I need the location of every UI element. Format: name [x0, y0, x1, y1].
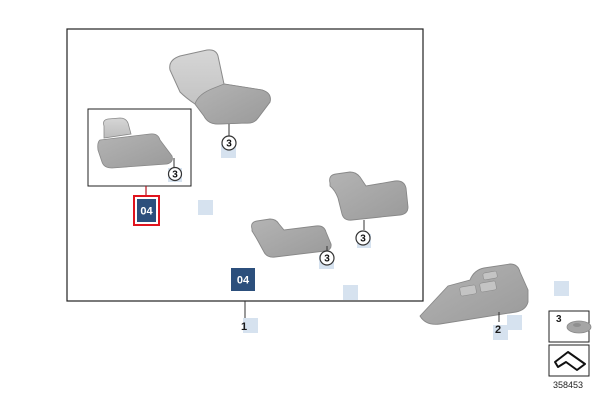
callout-mat-small[interactable]: 3 — [167, 166, 183, 182]
callout-label: 3 — [226, 139, 232, 150]
badge-label: 04 — [237, 275, 250, 287]
main-group-number[interactable]: 1 — [241, 321, 247, 333]
hotspot-square[interactable] — [243, 318, 258, 333]
third-row-floor-mat[interactable] — [419, 263, 529, 325]
hotspot-square[interactable] — [493, 325, 508, 340]
rear-right-floor-mat[interactable] — [329, 171, 409, 221]
badge-label: 04 — [140, 206, 153, 218]
hotspot-square[interactable] — [198, 200, 213, 215]
part-badge[interactable]: 04 — [231, 268, 255, 291]
highlighted-part-badge[interactable]: 04 — [133, 195, 160, 226]
side-item-panel[interactable]: 3 — [548, 310, 592, 343]
callout-mat-rear-right[interactable]: 3 — [355, 230, 371, 246]
rear-middle-floor-mat[interactable] — [251, 218, 332, 258]
callout-label: 3 — [360, 234, 366, 245]
side-item-number: 3 — [556, 314, 562, 325]
diagram-reference-number: 358453 — [553, 380, 583, 390]
hotspot-square[interactable] — [343, 285, 358, 300]
callout-mat-top[interactable]: 3 — [221, 135, 237, 151]
hotspot-square[interactable] — [554, 281, 569, 296]
inset-floor-mat[interactable] — [97, 117, 173, 169]
callout-label: 3 — [172, 170, 178, 181]
callout-mat-rear-mid[interactable]: 3 — [319, 250, 335, 266]
mat-outline-icon — [554, 351, 586, 371]
front-floor-mat[interactable] — [169, 49, 271, 125]
third-row-number[interactable]: 2 — [495, 324, 501, 336]
mat-symbol-panel[interactable] — [548, 344, 590, 377]
callout-label: 3 — [324, 254, 330, 265]
hotspot-square[interactable] — [507, 315, 522, 330]
clip-icon — [566, 320, 592, 334]
